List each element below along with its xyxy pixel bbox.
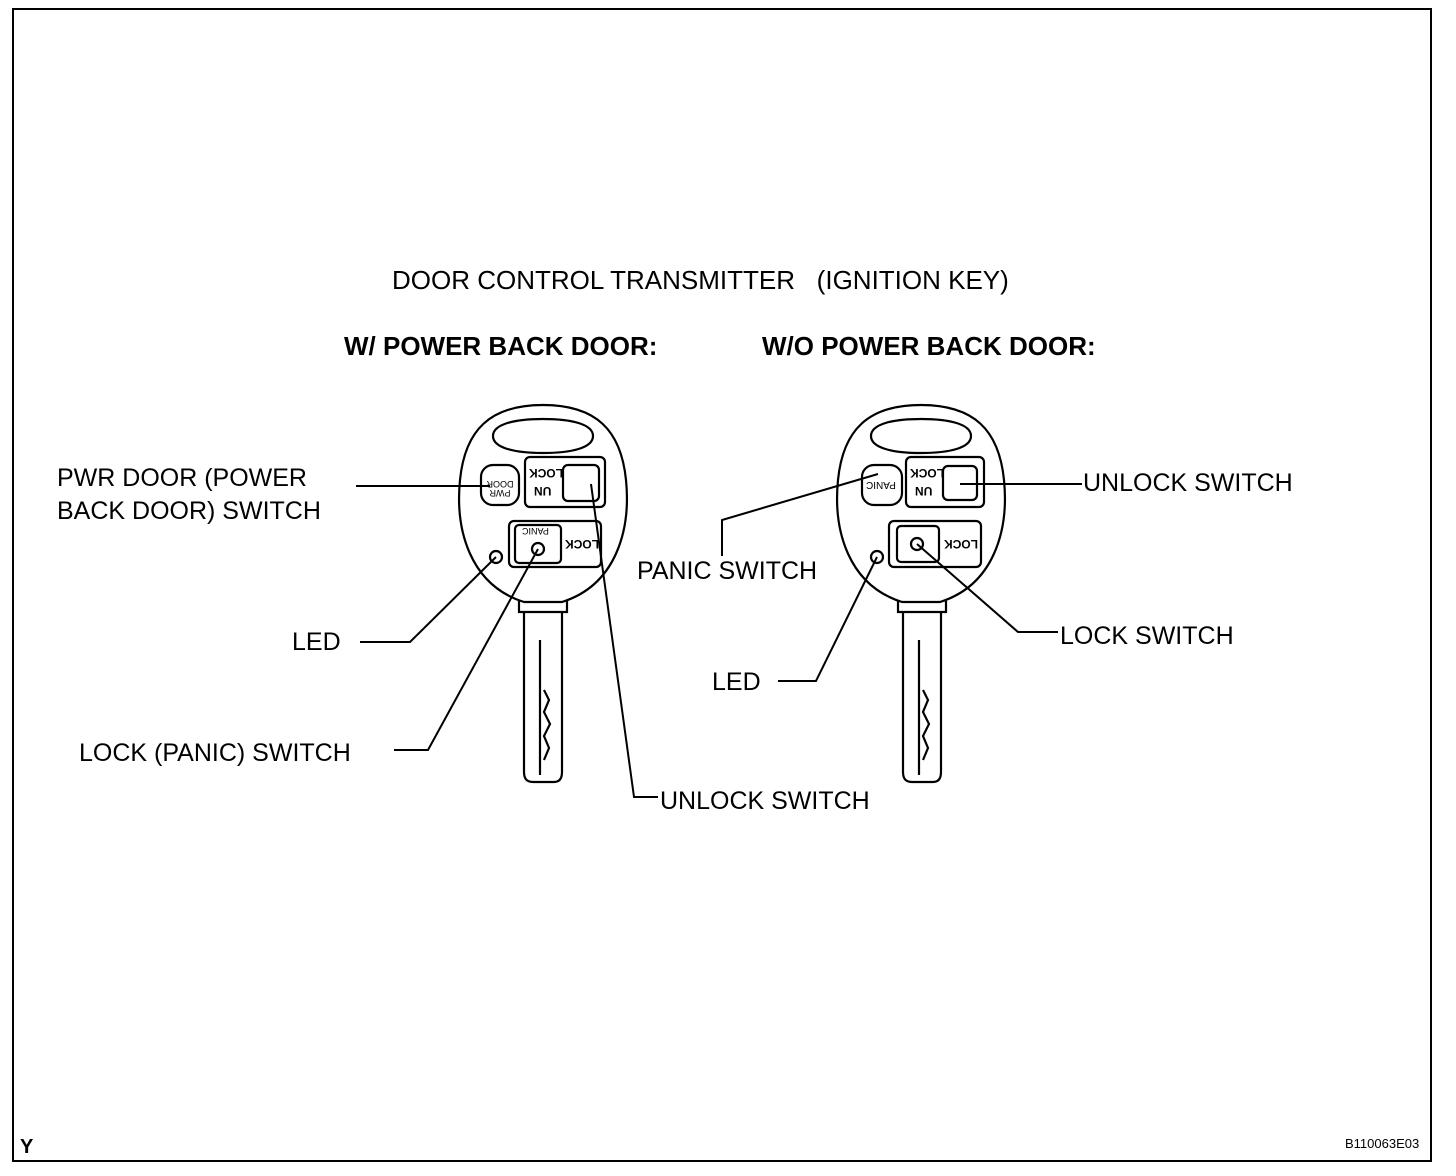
label-unlock-switch-right: UNLOCK SWITCH: [1083, 469, 1293, 497]
label-led-left: LED: [292, 628, 341, 656]
key-ring-slot: [491, 417, 595, 455]
label-lock-switch: LOCK SWITCH: [1060, 622, 1234, 650]
key-head: [458, 403, 628, 604]
footer-code: Y: [20, 1136, 34, 1158]
label-lock-panic-switch: LOCK (PANIC) SWITCH: [79, 739, 351, 767]
panic-button: [860, 463, 904, 507]
heading-with-power-back-door: W/ POWER BACK DOOR:: [344, 331, 658, 361]
leader-lock-right: [916, 543, 1058, 633]
unlock-button-frame: [523, 455, 607, 509]
figure-id: B110063E03: [1345, 1136, 1420, 1151]
key-blade: [522, 612, 564, 784]
button-text-lock-bottom: LOCK: [565, 537, 599, 551]
key-head: [836, 403, 1006, 604]
button-text-un: UN: [915, 484, 933, 498]
label-unlock-switch-left: UNLOCK SWITCH: [660, 787, 870, 815]
button-text-lock-top: LOCK: [529, 466, 563, 480]
leader-panic: [721, 473, 879, 556]
key-blade: [901, 612, 943, 784]
heading-without-power-back-door: W/O POWER BACK DOOR:: [762, 331, 1096, 361]
key-with-power-back-door: [458, 403, 628, 784]
figure-frame: [12, 8, 1432, 1162]
blade-cut: [542, 689, 552, 761]
button-text-lock-bottom: LOCK: [944, 537, 978, 551]
button-text-lock-top: LOCK: [910, 466, 944, 480]
leader-led-left: [360, 556, 497, 643]
diagram-title: DOOR CONTROL TRANSMITTER (IGNITION KEY): [392, 265, 1009, 295]
unlock-switch: [561, 463, 601, 503]
lock-switch-dot: [530, 541, 546, 557]
leader-led-right: [778, 556, 878, 682]
key-ring-slot: [869, 417, 973, 455]
key-without-power-back-door: [836, 403, 1006, 784]
lock-button-frame: [507, 519, 603, 569]
lock-button-frame: [887, 519, 983, 569]
leader-unlock-left: [590, 483, 658, 798]
blade-cut: [921, 689, 931, 761]
label-pwr-door-line2: BACK DOOR) SWITCH: [57, 497, 321, 525]
lock-panic-switch: [513, 523, 563, 565]
label-panic-switch: PANIC SWITCH: [637, 557, 818, 585]
label-led-right: LED: [712, 668, 761, 696]
button-text-panic: PANIC: [866, 479, 896, 490]
led: [488, 549, 504, 565]
button-text-pwr-door: PWR DOOR: [486, 479, 514, 498]
button-text-un: UN: [534, 484, 552, 498]
lock-switch-dot: [909, 536, 925, 552]
label-pwr-door-line1: PWR DOOR (POWER: [57, 464, 307, 492]
lock-switch: [895, 524, 941, 564]
leader-lines: [356, 473, 1082, 798]
led: [869, 549, 885, 565]
key-neck: [896, 601, 948, 614]
unlock-button-frame: [904, 455, 986, 509]
button-text-panic: PANIC: [522, 526, 549, 536]
leader-lock-panic: [394, 548, 539, 751]
key-neck: [517, 601, 569, 614]
